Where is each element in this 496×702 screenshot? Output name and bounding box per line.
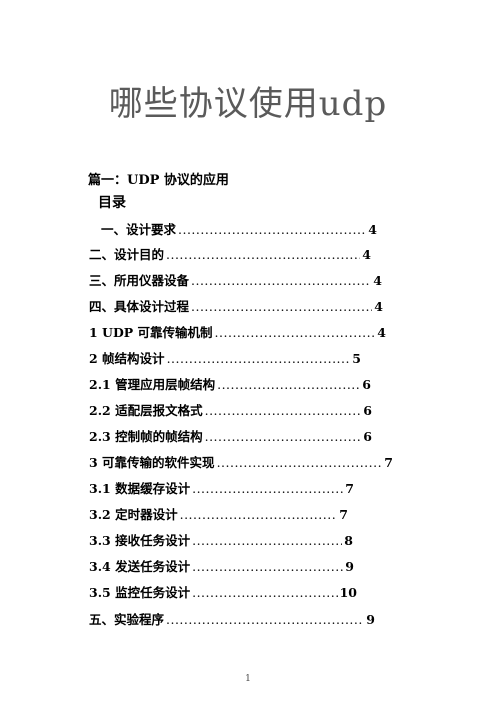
toc-entry-page: 7 xyxy=(339,507,348,522)
toc-leader xyxy=(167,350,351,368)
toc-leader xyxy=(191,272,371,290)
toc-leader xyxy=(166,611,364,629)
toc-entry-page: 9 xyxy=(366,612,375,627)
toc-entry: 1 UDP 可靠传输机制 4 xyxy=(89,324,386,342)
toc-entry-label: 2.1 管理应用层帧结构 xyxy=(89,377,216,392)
toc-entry-page: 10 xyxy=(339,585,357,600)
toc-entry: 3.2 定时器设计 7 xyxy=(89,506,348,524)
toc-entry-page: 6 xyxy=(363,403,372,418)
toc-entry: 2.3 控制帧的帧结构 6 xyxy=(89,428,372,446)
toc-entry: 2.2 适配层报文格式 6 xyxy=(89,402,372,420)
toc-leader xyxy=(166,246,360,264)
toc-entry-page: 4 xyxy=(368,222,377,237)
title-latin: udp xyxy=(318,84,388,124)
toc-entry-label: 1 UDP 可靠传输机制 xyxy=(89,325,213,340)
toc-entry: 3.3 接收任务设计 8 xyxy=(89,532,353,550)
toc-entry: 四、具体设计过程 4 xyxy=(89,298,383,316)
toc-entry-label: 3.2 定时器设计 xyxy=(89,507,178,522)
toc-entry-page: 9 xyxy=(345,559,354,574)
toc-leader xyxy=(191,298,372,316)
toc-entry: 五、实验程序 9 xyxy=(89,611,375,629)
toc-entry-label: 二、设计目的 xyxy=(89,247,165,262)
toc-entry-label: 四、具体设计过程 xyxy=(89,299,190,314)
toc-entry-page: 4 xyxy=(373,273,382,288)
toc-entry-label: 3.3 接收任务设计 xyxy=(89,533,191,548)
toc-leader xyxy=(178,221,366,239)
toc-entry-label: 2 帧结构设计 xyxy=(89,351,165,366)
toc-entry: 二、设计目的 4 xyxy=(89,246,371,264)
title-cjk: 哪些协议使用 xyxy=(108,84,319,124)
toc-entry-page: 6 xyxy=(362,377,371,392)
toc-entry: 三、所用仪器设备 4 xyxy=(89,272,382,290)
toc-entry: 2.1 管理应用层帧结构 6 xyxy=(89,376,371,394)
toc-leader xyxy=(192,480,343,498)
toc-entry: 2 帧结构设计 5 xyxy=(89,350,361,368)
toc-leader xyxy=(205,428,362,446)
toc-entry-label: 一、设计要求 xyxy=(101,222,177,237)
toc-entry-page: 5 xyxy=(352,351,361,366)
toc-leader xyxy=(192,584,337,602)
page-number: 1 xyxy=(245,674,251,684)
toc-entry: 一、设计要求 4 xyxy=(101,221,377,239)
toc-entry-label: 3.4 发送任务设计 xyxy=(89,559,191,574)
toc-entry-label: 三、所用仪器设备 xyxy=(89,273,190,288)
toc-entry-label: 3.5 监控任务设计 xyxy=(89,585,191,600)
toc-leader xyxy=(217,454,383,472)
document-title: 哪些协议使用udp xyxy=(0,82,496,126)
toc-entry: 3.4 发送任务设计 9 xyxy=(89,558,354,576)
toc-leader xyxy=(192,558,343,576)
toc-entry-page: 4 xyxy=(377,325,386,340)
toc-entry-label: 3 可靠传输的软件实现 xyxy=(89,455,215,470)
toc-leader xyxy=(217,376,360,394)
toc-entry-page: 4 xyxy=(362,247,371,262)
toc-leader xyxy=(192,532,342,550)
toc-entry-label: 3.1 数据缓存设计 xyxy=(89,481,191,496)
toc-heading: 目录 xyxy=(98,195,126,211)
toc-entry: 3 可靠传输的软件实现 7 xyxy=(89,454,393,472)
toc-entry: 3.1 数据缓存设计 7 xyxy=(89,480,354,498)
toc-entry-label: 2.2 适配层报文格式 xyxy=(89,403,203,418)
toc-entry: 3.5 监控任务设计 10 xyxy=(89,584,357,602)
toc-leader xyxy=(180,506,338,524)
toc-entry-page: 7 xyxy=(384,455,393,470)
toc-entry-page: 7 xyxy=(345,481,354,496)
toc-entry-page: 4 xyxy=(374,299,383,314)
toc-leader xyxy=(205,402,362,420)
toc-entry-label: 2.3 控制帧的帧结构 xyxy=(89,429,203,444)
section-heading: 篇一：UDP 协议的应用 xyxy=(88,173,229,188)
toc-leader xyxy=(215,324,376,342)
toc-entry-label: 五、实验程序 xyxy=(89,612,165,627)
toc-entry-page: 8 xyxy=(344,533,353,548)
toc-entry-page: 6 xyxy=(363,429,372,444)
